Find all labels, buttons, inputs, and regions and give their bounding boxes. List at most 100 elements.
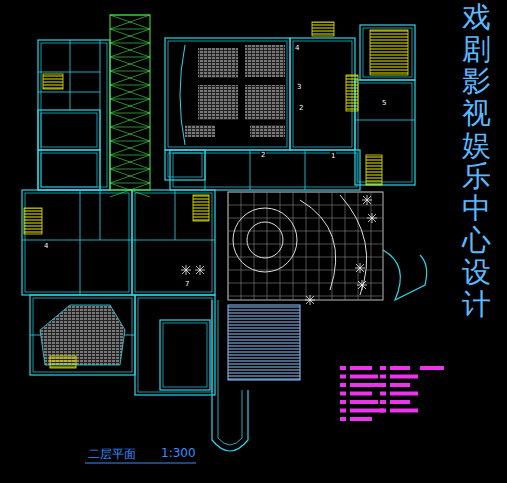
stair bbox=[366, 155, 382, 185]
wall bbox=[165, 150, 205, 180]
wall bbox=[290, 38, 355, 150]
wall bbox=[38, 150, 100, 190]
seating bbox=[198, 48, 238, 78]
partition bbox=[355, 120, 415, 121]
note-mark bbox=[350, 383, 384, 387]
note-mark bbox=[340, 417, 346, 421]
escalator-grid bbox=[110, 99, 150, 113]
note-mark bbox=[420, 366, 444, 370]
partition bbox=[250, 150, 251, 190]
note-mark bbox=[380, 400, 386, 404]
seating bbox=[250, 125, 285, 137]
room-number: 4 bbox=[294, 44, 300, 52]
ramp bbox=[218, 300, 242, 445]
entry-canopy bbox=[383, 250, 427, 300]
note-mark bbox=[380, 366, 386, 370]
partition bbox=[205, 150, 206, 190]
escalator-grid bbox=[110, 43, 150, 57]
room-number: 7 bbox=[184, 280, 190, 288]
wall bbox=[163, 323, 207, 387]
note-mark bbox=[390, 392, 418, 396]
caption: 二层平面 bbox=[88, 446, 136, 463]
escalator-grid bbox=[110, 113, 150, 127]
partition bbox=[175, 190, 176, 240]
room-number: 3 bbox=[296, 83, 302, 91]
details bbox=[24, 15, 444, 463]
note-mark bbox=[350, 366, 372, 370]
escalator-grid bbox=[110, 15, 150, 29]
seating bbox=[245, 85, 285, 120]
note-mark bbox=[380, 383, 386, 387]
room-number: 5 bbox=[381, 99, 387, 107]
note-mark bbox=[390, 409, 418, 413]
wall bbox=[138, 298, 212, 392]
escalator-grid bbox=[110, 85, 150, 99]
partition bbox=[80, 190, 81, 295]
room-number: 1 bbox=[330, 152, 336, 160]
wall bbox=[165, 38, 290, 150]
stair bbox=[312, 22, 334, 36]
escalator-grid bbox=[110, 169, 150, 183]
wall bbox=[22, 190, 132, 295]
partition bbox=[100, 40, 101, 190]
note-mark bbox=[380, 375, 386, 379]
note-mark bbox=[350, 417, 372, 421]
stair bbox=[370, 30, 408, 75]
caption-underline bbox=[85, 463, 196, 464]
walls bbox=[22, 25, 415, 395]
room-number: 2 bbox=[260, 151, 266, 159]
wall bbox=[30, 295, 135, 375]
seating bbox=[198, 85, 238, 120]
stair bbox=[24, 208, 42, 234]
escalator-grid bbox=[110, 183, 150, 197]
scale-label: 1:300 bbox=[160, 446, 197, 460]
escalator-grid bbox=[110, 127, 150, 141]
partition bbox=[132, 240, 215, 241]
title: 戏剧影视娱乐中心设计 bbox=[462, 2, 491, 321]
wall bbox=[168, 41, 287, 147]
stair bbox=[346, 75, 358, 111]
wall bbox=[33, 298, 132, 372]
wall bbox=[168, 153, 202, 177]
room-number: 4 bbox=[43, 242, 49, 250]
wall bbox=[41, 153, 97, 187]
partition bbox=[22, 240, 132, 241]
escalator-grid bbox=[110, 141, 150, 155]
note-mark bbox=[390, 366, 410, 370]
partition bbox=[38, 72, 100, 73]
wall bbox=[363, 28, 412, 77]
wall bbox=[41, 113, 97, 147]
note-mark bbox=[340, 409, 346, 413]
note-mark bbox=[350, 400, 378, 404]
wall bbox=[170, 150, 360, 190]
wall bbox=[38, 110, 100, 150]
wall bbox=[160, 320, 210, 390]
wall bbox=[41, 43, 107, 187]
ramp bbox=[212, 300, 248, 451]
escalator-grid bbox=[110, 29, 150, 43]
wall bbox=[132, 190, 215, 295]
partition bbox=[38, 92, 100, 93]
room-number: 2 bbox=[298, 104, 304, 112]
note-mark bbox=[390, 383, 410, 387]
wall bbox=[360, 25, 415, 80]
stage-edge bbox=[180, 45, 185, 145]
note-mark bbox=[350, 375, 378, 379]
escalator-grid bbox=[110, 155, 150, 169]
stair bbox=[193, 195, 209, 221]
seating bbox=[245, 45, 285, 77]
note-mark bbox=[340, 375, 346, 379]
note-mark bbox=[350, 409, 384, 413]
partition bbox=[70, 40, 71, 110]
note-mark bbox=[390, 375, 418, 379]
stair bbox=[50, 356, 76, 368]
escalator-grid bbox=[110, 71, 150, 85]
note-mark bbox=[340, 383, 346, 387]
wall bbox=[355, 80, 415, 185]
wall bbox=[293, 41, 352, 147]
partition bbox=[305, 150, 306, 190]
note-mark bbox=[340, 366, 346, 370]
wall bbox=[38, 40, 110, 190]
outdoor-stair bbox=[228, 305, 300, 380]
partition bbox=[100, 190, 101, 240]
